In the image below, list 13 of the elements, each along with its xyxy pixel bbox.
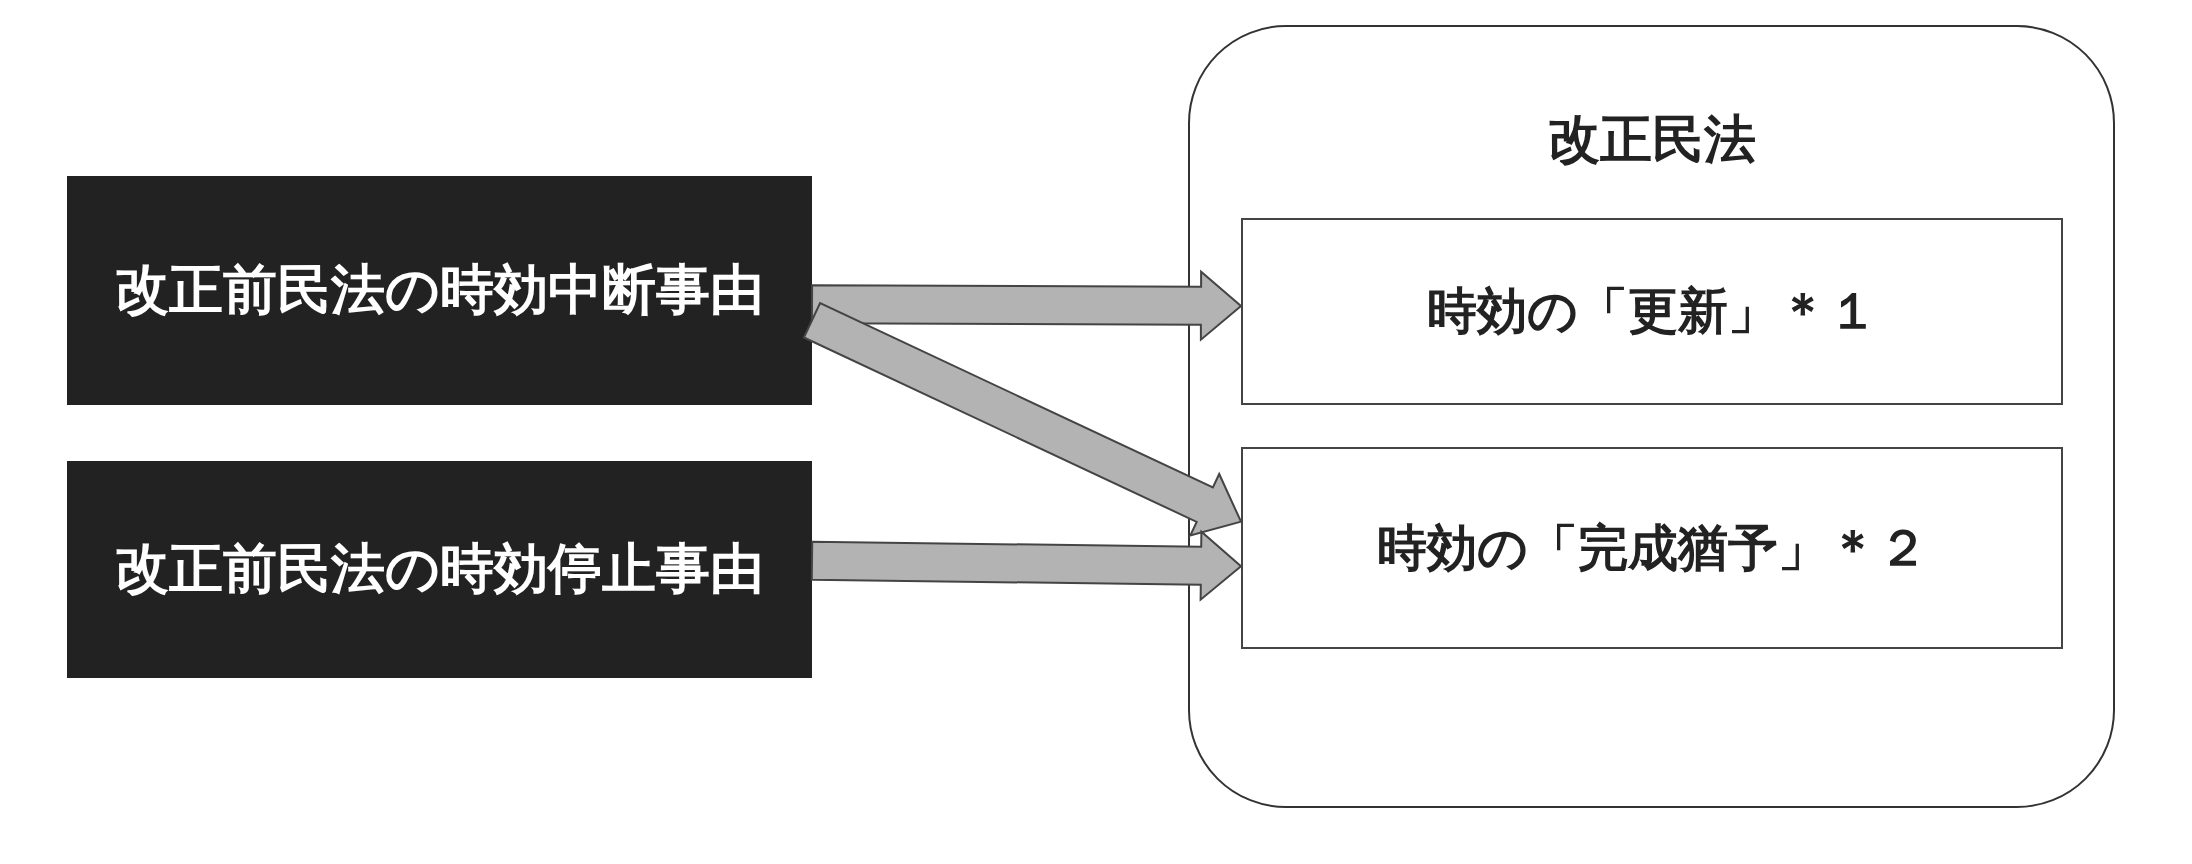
process-box bbox=[67, 176, 812, 405]
box-label: 時効の「更新」＊１ bbox=[1426, 281, 1878, 342]
panel-title: 改正民法 bbox=[1547, 108, 1756, 171]
process-box bbox=[67, 461, 812, 678]
box-label: 改正前民法の時効停止事由 bbox=[115, 536, 764, 602]
box-label: 改正前民法の時効中断事由 bbox=[115, 257, 764, 323]
block-arrow bbox=[810, 269, 1243, 342]
block-arrow bbox=[810, 529, 1243, 602]
result-box bbox=[1241, 447, 2063, 649]
block-arrow bbox=[802, 301, 1243, 538]
result-box bbox=[1241, 218, 2063, 405]
box-label: 時効の「完成猶予」＊２ bbox=[1376, 517, 1928, 579]
rounded-panel bbox=[1188, 25, 2115, 808]
